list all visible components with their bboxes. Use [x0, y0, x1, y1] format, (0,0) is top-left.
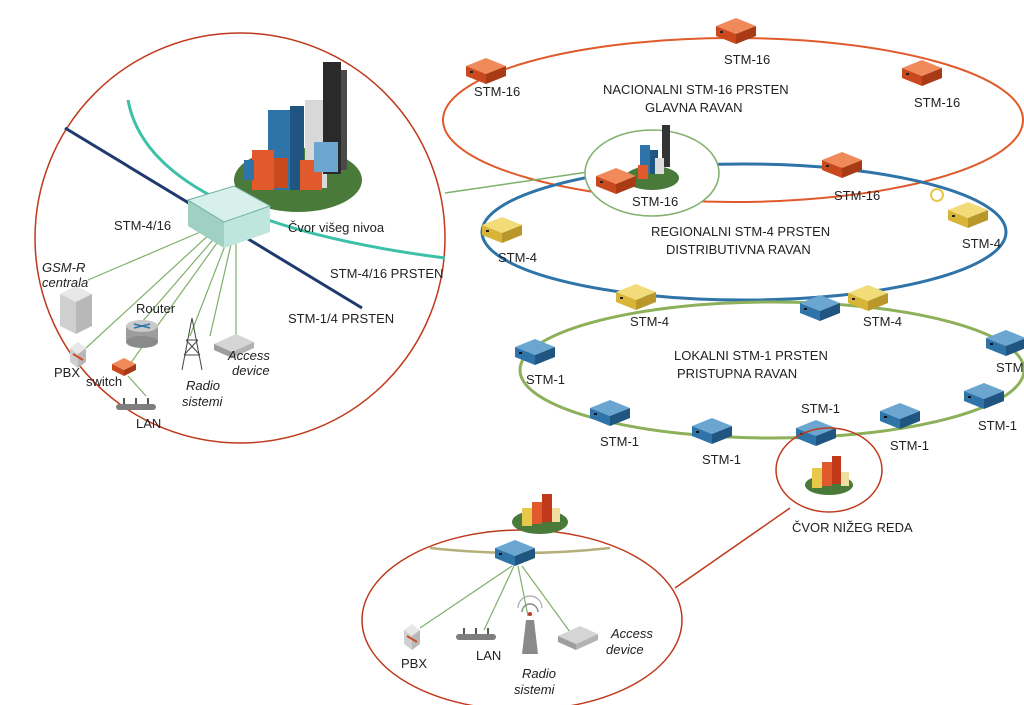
stm4-device-right	[948, 202, 988, 228]
low-radio-label-1: Radio	[522, 666, 556, 681]
stm1-label-right-top: STM-1	[996, 360, 1024, 375]
low-node-label: ČVOR NIŽEG REDA	[792, 520, 913, 535]
high-radio-label-1: Radio	[186, 378, 220, 393]
stm4-label-right: STM-4	[962, 236, 1001, 251]
stm4-device-left	[482, 217, 522, 243]
low-node-circle	[775, 427, 883, 513]
low-node-city-icon	[812, 456, 849, 488]
ring-stm1-4-label: STM-1/4 PRSTEN	[288, 311, 394, 326]
stm16-label-right: STM-16	[914, 95, 960, 110]
ring-stm4-16-label: STM-4/16 PRSTEN	[330, 266, 443, 281]
high-access-label-1: Access	[227, 348, 270, 363]
high-lan-label: LAN	[136, 416, 161, 431]
high-node-label: Čvor višeg nivoa	[288, 220, 385, 235]
switch-lan-link	[127, 375, 147, 397]
stm1-label-bottom-2: STM-1	[702, 452, 741, 467]
stm1-device-right-top	[986, 330, 1024, 356]
gsm-label-1: GSM-R	[42, 260, 85, 275]
low-access-links	[419, 565, 571, 633]
stm16-device-left	[466, 58, 506, 84]
router-label: Router	[136, 301, 176, 316]
switch-icon	[112, 358, 136, 376]
stm4-16-device	[186, 185, 272, 248]
stm16-device-top	[716, 18, 756, 44]
stm1-device-bottom-1	[590, 400, 630, 426]
gsm-centrala-icon	[60, 286, 92, 334]
high-access-links	[85, 229, 237, 365]
national-title-2: GLAVNA RAVAN	[645, 100, 743, 115]
stm4-label-left: STM-4	[498, 250, 537, 265]
stm1-label-bottom-4: STM-1	[890, 438, 929, 453]
stm4-16-label: STM-4/16	[114, 218, 171, 233]
stm16-label-left: STM-16	[474, 84, 520, 99]
router-icon	[126, 320, 158, 348]
stm4-device-bottom-left	[616, 284, 656, 310]
switch-label: switch	[86, 374, 122, 389]
local-title-1: LOKALNI STM-1 PRSTEN	[674, 348, 828, 363]
ring-junction-marker	[930, 188, 944, 202]
low-access-label-1: Access	[610, 626, 653, 641]
local-ring	[518, 300, 1024, 440]
hub-stm16-label: STM-16	[632, 194, 678, 209]
national-title-1: NACIONALNI STM-16 PRSTEN	[603, 82, 789, 97]
zoom-connector-high	[444, 171, 589, 194]
stm16-label-lower: STM-16	[834, 188, 880, 203]
stm1-device-bottom-2	[692, 418, 732, 444]
low-zoom-city-icon	[522, 494, 560, 526]
low-pbx-label: PBX	[401, 656, 427, 671]
stm16-label-top: STM-16	[724, 52, 770, 67]
stm4-label-bottom-left: STM-4	[630, 314, 669, 329]
stm1-device-right	[964, 383, 1004, 409]
stm1-label-left: STM-1	[526, 372, 565, 387]
stm16-device-lower	[822, 152, 862, 178]
high-pbx-label: PBX	[54, 365, 80, 380]
stm16-device-right	[902, 60, 942, 86]
stm4-label-bottom-right: STM-4	[863, 314, 902, 329]
stm1-label-bottom-1: STM-1	[600, 434, 639, 449]
low-radio-icon	[517, 595, 543, 654]
gsm-label-2: centrala	[42, 275, 88, 290]
regional-title-2: DISTRIBUTIVNA RAVAN	[666, 242, 811, 257]
high-radio-tower-icon	[181, 317, 203, 371]
stm1-label-right: STM-1	[978, 418, 1017, 433]
regional-title-1: REGIONALNI STM-4 PRSTEN	[651, 224, 830, 239]
zoom-connector-low	[674, 507, 791, 589]
low-radio-label-2: sistemi	[514, 682, 556, 697]
stm1-label-bottom-3: STM-1	[801, 401, 840, 416]
hub-city-icon	[638, 125, 670, 179]
high-access-label-2: device	[232, 363, 270, 378]
local-title-2: PRISTUPNA RAVAN	[677, 366, 797, 381]
high-city-icon	[244, 62, 347, 190]
high-radio-label-2: sistemi	[182, 394, 224, 409]
low-access-label-2: device	[606, 642, 644, 657]
low-lan-label: LAN	[476, 648, 501, 663]
